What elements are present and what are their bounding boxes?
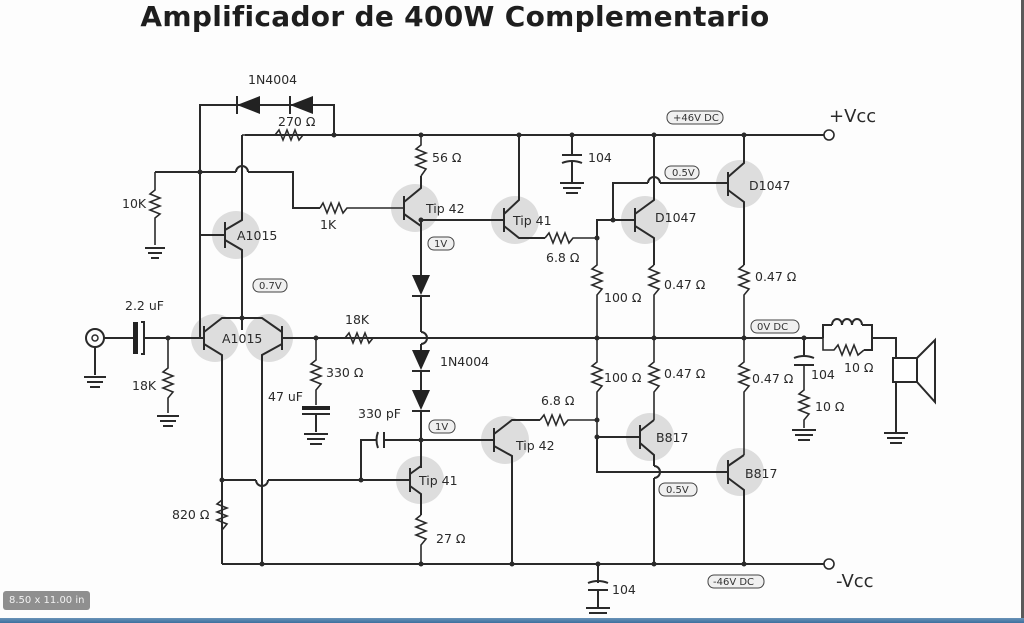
label-r18k-in: 18K — [132, 378, 157, 393]
label-q-d1047-out: D1047 — [749, 178, 790, 193]
positive-rail — [245, 129, 835, 141]
label-r68-top: 6.8 Ω — [546, 250, 580, 265]
label-r10-coil: 10 Ω — [844, 360, 874, 375]
label-q-a1015-diff: A1015 — [222, 331, 262, 346]
label-q-b817-driver: B817 — [656, 430, 688, 445]
diode-pair-top — [199, 96, 335, 338]
label-q-a1015-top: A1015 — [237, 228, 277, 243]
pill-v0-out: 0V DC — [750, 319, 800, 334]
pill-v1-bottom: 1V — [428, 419, 456, 434]
svg-text:-46V DC: -46V DC — [713, 577, 754, 588]
resistor-270 — [242, 127, 334, 143]
pill-v0-5-bottom: 0.5V — [658, 482, 698, 497]
label-r330: 330 Ω — [326, 365, 364, 380]
label-r27: 27 Ω — [436, 531, 466, 546]
label-r1k: 1K — [320, 217, 337, 232]
label-q-d1047-driver: D1047 — [655, 210, 696, 225]
svg-text:1V: 1V — [435, 422, 448, 433]
label-r047-a: 0.47 Ω — [664, 277, 706, 292]
label-q-tip42-top: Tip 42 — [425, 201, 465, 216]
label-q-tip41-bottom: Tip 41 — [418, 473, 458, 488]
label-r047-c: 0.47 Ω — [664, 366, 706, 381]
label-r100-top: 100 Ω — [604, 290, 642, 305]
label-r10-zobel: 10 Ω — [815, 399, 845, 414]
label-q-tip42-bottom: Tip 42 — [515, 438, 555, 453]
label-c104-top: 104 — [588, 150, 612, 165]
label-c104-bottom: 104 — [612, 582, 636, 597]
label-r270: 270 Ω — [278, 114, 316, 129]
label-c330p: 330 pF — [358, 406, 401, 421]
label-q-tip41-top: Tip 41 — [512, 213, 552, 228]
speaker-icon — [892, 357, 918, 383]
svg-text:0.5V: 0.5V — [666, 485, 689, 496]
svg-text:1V: 1V — [434, 239, 447, 250]
label-r047-b: 0.47 Ω — [755, 269, 797, 284]
pill-v46-neg: -46V DC — [707, 574, 765, 589]
label-r047-d: 0.47 Ω — [752, 371, 794, 386]
label-c104-zobel: 104 — [811, 367, 835, 382]
label-r18k-fb: 18K — [345, 312, 370, 327]
vcc-positive-terminal[interactable] — [823, 129, 835, 141]
label-c-in: 2.2 uF — [125, 298, 164, 313]
page-size-badge: 8.50 x 11.00 in — [3, 591, 91, 610]
label-r100-bottom: 100 Ω — [604, 370, 642, 385]
label-r820: 820 Ω — [172, 507, 210, 522]
label-c47u: 47 uF — [268, 389, 303, 404]
svg-text:0.5V: 0.5V — [672, 168, 695, 179]
pill-v0-5-top: 0.5V — [664, 165, 700, 180]
pill-v46-pos: +46V DC — [666, 110, 724, 125]
taskbar — [0, 618, 1024, 623]
ground-10k — [145, 247, 165, 259]
label-r10k: 10K — [122, 196, 147, 211]
vcc-negative-terminal[interactable] — [823, 558, 835, 570]
label-vcc-negative: -Vcc — [836, 571, 874, 592]
diagram-title: Amplificador de 400W Complementario — [140, 0, 770, 33]
label-q-b817-out: B817 — [745, 466, 777, 481]
negative-rail — [222, 558, 835, 570]
junctions — [165, 132, 807, 567]
label-r56: 56 Ω — [432, 150, 462, 165]
svg-text:0V DC: 0V DC — [757, 322, 788, 333]
label-diode-bottom: 1N4004 — [440, 354, 489, 369]
pill-v0-7: 0.7V — [252, 278, 288, 293]
pill-v1-top: 1V — [427, 236, 455, 251]
label-diode-top: 1N4004 — [248, 72, 297, 87]
svg-text:0.7V: 0.7V — [259, 281, 282, 292]
svg-text:+46V DC: +46V DC — [673, 113, 719, 124]
component-labels: 1N4004 270 Ω 56 Ω 104 10K 1K A1015 Tip 4… — [122, 72, 876, 597]
label-vcc-positive: +Vcc — [829, 106, 876, 127]
label-r68-bottom: 6.8 Ω — [541, 393, 575, 408]
window-border — [1021, 0, 1024, 618]
